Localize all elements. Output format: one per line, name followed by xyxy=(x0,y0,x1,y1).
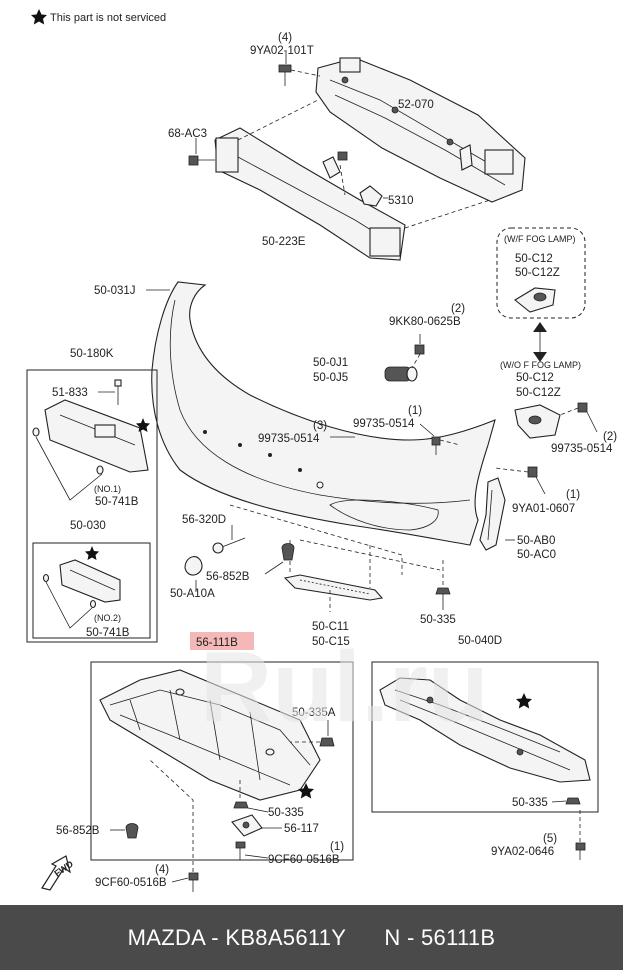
under-cover-right-box xyxy=(371,661,599,813)
label: (4) xyxy=(278,32,292,44)
fog-lamp-box xyxy=(496,227,586,319)
footer-text: MAZDA - KB8A5611Y N - 56111B xyxy=(127,924,496,950)
energy-absorber xyxy=(214,127,406,261)
under-cover-box xyxy=(90,661,354,861)
label: (NO.1) xyxy=(94,484,121,494)
note-text: This part is not serviced xyxy=(50,12,166,24)
push-clip xyxy=(125,823,139,839)
label: 5310 xyxy=(388,195,414,207)
label: (1) xyxy=(566,489,580,501)
bumper-cover xyxy=(151,281,496,546)
label: (4) xyxy=(155,864,169,876)
label: (W/F FOG LAMP) xyxy=(504,234,576,244)
label: 99735-0514 xyxy=(353,418,415,430)
bolt xyxy=(337,151,348,161)
side-bracket xyxy=(479,477,506,551)
bracket xyxy=(384,366,418,382)
label: 9KK80-0625B xyxy=(389,316,461,328)
license-bracket-2 xyxy=(59,559,121,603)
license-bracket-inner-box xyxy=(32,542,151,639)
bolt xyxy=(527,466,538,478)
label: 50-C15 xyxy=(312,636,350,648)
label: 50-0J1 xyxy=(313,357,348,369)
license-bracket xyxy=(44,399,149,473)
label: 9YA02-101T xyxy=(250,45,314,57)
parts-diagram: This part is not serviced xyxy=(26,9,617,892)
push-clip xyxy=(281,543,295,561)
star-icon xyxy=(298,783,314,799)
label: 99735-0514 xyxy=(551,443,613,455)
label: 50-C12Z xyxy=(516,387,561,399)
label: 50-0J5 xyxy=(313,372,348,384)
label: 50-AC0 xyxy=(517,549,556,561)
label: 52-070 xyxy=(398,99,434,111)
license-bracket-box xyxy=(26,369,158,643)
label: 50-C12Z xyxy=(515,267,560,279)
star-icon xyxy=(136,418,150,432)
label: 50-335 xyxy=(268,807,304,819)
fwd-arrow-icon: FWD xyxy=(41,855,75,891)
bolt xyxy=(188,872,199,892)
tow-cap xyxy=(184,556,203,576)
star-icon xyxy=(31,9,47,25)
under-cover-right xyxy=(379,677,591,783)
label: (3) xyxy=(313,420,327,432)
highlight-56-111b xyxy=(190,632,254,650)
label: 50-335 xyxy=(512,797,548,809)
label: 99735-0514 xyxy=(258,433,320,445)
bolt xyxy=(188,155,215,166)
label: 50-AB0 xyxy=(517,535,555,547)
hook-rod xyxy=(212,537,246,554)
bumper-reinforcement xyxy=(315,57,526,203)
label: 68-AC3 xyxy=(168,128,207,140)
label: 50-040D xyxy=(458,635,502,647)
label: 50-C12 xyxy=(516,372,554,384)
screw xyxy=(431,436,441,455)
label: (1) xyxy=(330,841,344,853)
screw xyxy=(114,379,122,405)
label: 50-741B xyxy=(86,627,130,639)
label: (NO.2) xyxy=(94,613,121,623)
label: 50-335A xyxy=(292,707,336,719)
label: (2) xyxy=(603,431,617,443)
label: 56-117 xyxy=(284,823,319,835)
bolt xyxy=(235,841,246,860)
bolt xyxy=(575,842,586,860)
label: 56-852B xyxy=(206,571,250,583)
fog-bracket xyxy=(514,287,556,313)
fog-bracket xyxy=(514,404,561,439)
bolt xyxy=(414,344,425,355)
label: 9CF60-0516B xyxy=(95,877,167,889)
label: 9YA02-0646 xyxy=(491,846,554,858)
lower-grille xyxy=(283,574,384,601)
label: 56-852B xyxy=(56,825,100,837)
star-icon xyxy=(85,546,99,560)
fastener-plate xyxy=(231,814,263,837)
label: 9YA01-0607 xyxy=(512,503,575,515)
label: 50-031J xyxy=(94,285,136,297)
label: 50-223E xyxy=(262,236,306,248)
star-icon xyxy=(516,693,532,709)
label: 50-335 xyxy=(420,614,456,626)
bolt xyxy=(577,402,588,413)
label: 50-C12 xyxy=(515,253,553,265)
label: (W/O F FOG LAMP) xyxy=(500,360,581,370)
label: 9CF60-0516B xyxy=(268,854,340,866)
label: 50-C11 xyxy=(312,621,349,633)
label: 50-030 xyxy=(70,520,106,532)
label: 50-A10A xyxy=(170,588,215,600)
label: (5) xyxy=(543,833,557,845)
label: 56-320D xyxy=(182,514,226,526)
double-arrow-icon xyxy=(533,322,547,362)
footer-bar: MAZDA - KB8A5611Y N - 56111B xyxy=(0,905,623,970)
label: 50-741B xyxy=(95,496,139,508)
label: 50-180K xyxy=(70,348,114,360)
label: (1) xyxy=(408,405,422,417)
bolt xyxy=(278,64,292,86)
label: (2) xyxy=(451,303,465,315)
label: 56-111B xyxy=(196,637,238,649)
under-cover xyxy=(99,669,321,801)
label: 51-833 xyxy=(52,387,88,399)
